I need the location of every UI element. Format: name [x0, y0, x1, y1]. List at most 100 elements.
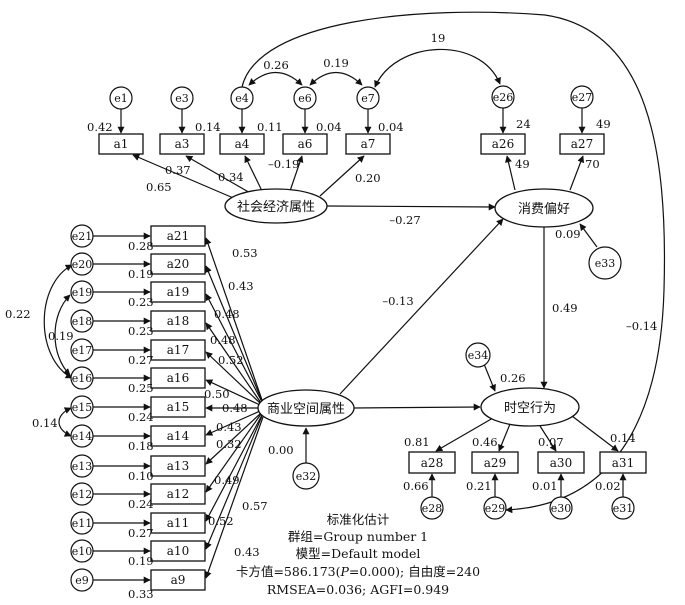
fit-model: 模型=Default model [296, 546, 421, 561]
svg-text:a29: a29 [484, 456, 506, 470]
path-comm-a13 [205, 412, 262, 465]
coef-load-a30: 0.01 [532, 479, 558, 493]
error-e28: e28 [420, 496, 444, 520]
indicator-a18: a18 [150, 310, 206, 332]
coef-load-a21: 0.53 [232, 246, 258, 260]
path-pref-a27 [569, 155, 585, 191]
coef-load-a1: 0.65 [146, 180, 172, 194]
error-e15: e15 [70, 395, 94, 419]
connector-lines [43, 11, 666, 584]
coef-load-a12: 0.49 [214, 473, 240, 487]
coef-r2-a12: 0.24 [128, 497, 154, 511]
svg-text:e13: e13 [72, 460, 93, 473]
svg-text:a15: a15 [167, 400, 189, 414]
error-e16: e16 [70, 366, 94, 390]
svg-text:a6: a6 [298, 137, 313, 151]
path-socio-a6 [289, 155, 304, 192]
svg-text:a10: a10 [167, 544, 189, 558]
indicator-a7: a7 [345, 133, 391, 155]
coef-cov-e4-e6: 0.26 [263, 58, 289, 72]
error-e6: e6 [293, 86, 317, 110]
error-e34: e34 [465, 342, 491, 368]
path-comm-a14 [205, 410, 261, 436]
svg-text:时空行为: 时空行为 [504, 401, 556, 416]
path-comm-a18 [205, 322, 262, 404]
path-comm-a21 [204, 237, 263, 401]
svg-text:e31: e31 [613, 502, 634, 515]
fit-group: 群组=Group number 1 [288, 529, 428, 544]
svg-text:e10: e10 [72, 545, 93, 558]
svg-text:e3: e3 [175, 92, 189, 105]
svg-text:a27: a27 [571, 137, 593, 151]
path-pref-a26 [505, 155, 516, 191]
coef-load-a15: 0.48 [222, 401, 248, 415]
latent-commercial-space: 商业空间属性 [257, 389, 355, 427]
coef-load-a28: 0.66 [403, 479, 429, 493]
error-e17: e17 [70, 338, 94, 362]
coef-load-a18: 0.48 [210, 333, 236, 347]
svg-text:社会经济属性: 社会经济属性 [237, 199, 315, 215]
error-e11: e11 [70, 511, 94, 535]
indicator-a1: a1 [98, 133, 144, 155]
svg-text:e34: e34 [468, 349, 489, 362]
path-socio-a7 [319, 155, 365, 197]
path-comm-a20 [205, 265, 263, 402]
svg-text:e7: e7 [361, 92, 375, 105]
svg-text:a26: a26 [492, 137, 514, 151]
error-e10: e10 [70, 539, 94, 563]
coef-cov-e6-e7: 0.19 [323, 56, 349, 70]
coef-load-a26: 49 [515, 157, 530, 171]
coef-r2-a26: 24 [516, 117, 531, 131]
error-e4: e4 [230, 86, 254, 110]
coef-r2-comm: 0.00 [268, 443, 294, 457]
coef-r2-a21: 0.28 [128, 239, 154, 253]
latent-socioeconomic: 社会经济属性 [224, 188, 328, 224]
covariance-arc-e4-e29 [241, 11, 666, 514]
indicator-a10: a10 [150, 540, 206, 562]
indicator-a4: a4 [219, 133, 265, 155]
indicator-a9: a9 [150, 569, 206, 591]
coef-load-a6: –0.19 [268, 157, 299, 171]
coef-load-a13: 0.32 [216, 437, 242, 451]
coefficient-labels: 0.26 0.19 19 0.42 0.14 0.11 0.04 0.04 24… [5, 31, 657, 601]
coef-r2-a30: 0.07 [538, 435, 564, 449]
error-terms: e1 e3 e4 e6 e7 e26 e27 e21 e20 e19 e18 e… [70, 85, 635, 592]
error-e32: e32 [292, 462, 320, 490]
svg-text:a21: a21 [167, 229, 189, 243]
path-comm-a10 [205, 415, 263, 550]
coef-path-comm-pref: –0.13 [382, 294, 413, 308]
coef-r2-a27: 49 [596, 117, 611, 131]
coef-r2-a19: 0.23 [128, 295, 154, 309]
svg-text:e1: e1 [114, 92, 128, 105]
coef-load-a3: 0.37 [165, 163, 191, 177]
indicator-a21: a21 [150, 225, 206, 247]
error-e20: e20 [70, 252, 94, 276]
path-e33-pref [579, 223, 598, 248]
error-e21: e21 [70, 224, 94, 248]
coef-load-a29: 0.21 [466, 479, 492, 493]
svg-text:e29: e29 [485, 502, 506, 515]
svg-text:e17: e17 [72, 344, 93, 357]
covariance-arc-e20-e16 [43, 264, 73, 379]
error-e33: e33 [588, 246, 622, 280]
path-behav-a30 [539, 425, 557, 452]
coef-r2-a28: 0.81 [404, 435, 430, 449]
svg-text:e16: e16 [72, 372, 93, 385]
coef-r2-a7: 0.04 [378, 120, 404, 134]
svg-text:e11: e11 [72, 517, 93, 530]
svg-text:a4: a4 [235, 137, 250, 151]
svg-text:a7: a7 [361, 137, 376, 151]
coef-path-pref-behav: 0.49 [552, 301, 578, 315]
indicator-a14: a14 [150, 425, 206, 447]
coef-path-comm-e29: –0.14 [626, 319, 657, 333]
coef-r2-a1: 0.42 [87, 120, 113, 134]
svg-text:e28: e28 [422, 502, 443, 515]
path-socio-a3 [185, 155, 253, 195]
path-comm-a17 [205, 351, 262, 405]
coef-load-a20: 0.43 [228, 279, 254, 293]
svg-text:e9: e9 [75, 574, 89, 587]
path-behav-a31 [571, 415, 619, 452]
indicator-a19: a19 [150, 281, 206, 303]
coef-r2-a29: 0.46 [472, 435, 498, 449]
